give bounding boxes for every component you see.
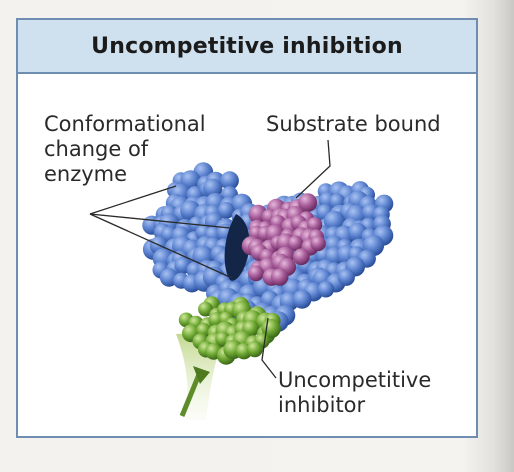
atom-sphere — [271, 268, 289, 286]
atom-sphere — [337, 268, 355, 286]
label-substrate-bound: Substrate bound — [266, 112, 441, 136]
atom-sphere — [317, 281, 335, 298]
panel-header: Uncompetitive inhibition — [18, 20, 476, 74]
atom-sphere — [323, 210, 345, 232]
atom-sphere — [307, 217, 323, 233]
atom-sphere — [292, 248, 310, 266]
atom-sphere — [292, 289, 312, 309]
atom-sphere — [248, 265, 264, 282]
label-line: inhibitor — [278, 393, 366, 417]
atom-sphere — [217, 202, 235, 219]
label-uncompetitive-inhibitor: Uncompetitive inhibitor — [278, 368, 468, 418]
atom-sphere — [198, 301, 213, 317]
label-line: Conformational — [44, 112, 206, 136]
label-conformational-change: Conformational change of enzyme — [44, 112, 254, 187]
atom-sphere — [310, 235, 326, 252]
label-line: enzyme — [44, 162, 128, 186]
atom-sphere — [203, 178, 223, 198]
atom-sphere — [220, 171, 239, 190]
atom-sphere — [298, 193, 318, 213]
panel-title: Uncompetitive inhibition — [91, 33, 403, 59]
leader-lines — [89, 139, 331, 379]
active-site — [224, 214, 250, 281]
atom-sphere — [287, 235, 304, 251]
label-line: change of — [44, 137, 149, 161]
atom-sphere — [246, 341, 263, 358]
label-line: Uncompetitive — [278, 368, 432, 392]
substrate-blob — [241, 193, 326, 286]
